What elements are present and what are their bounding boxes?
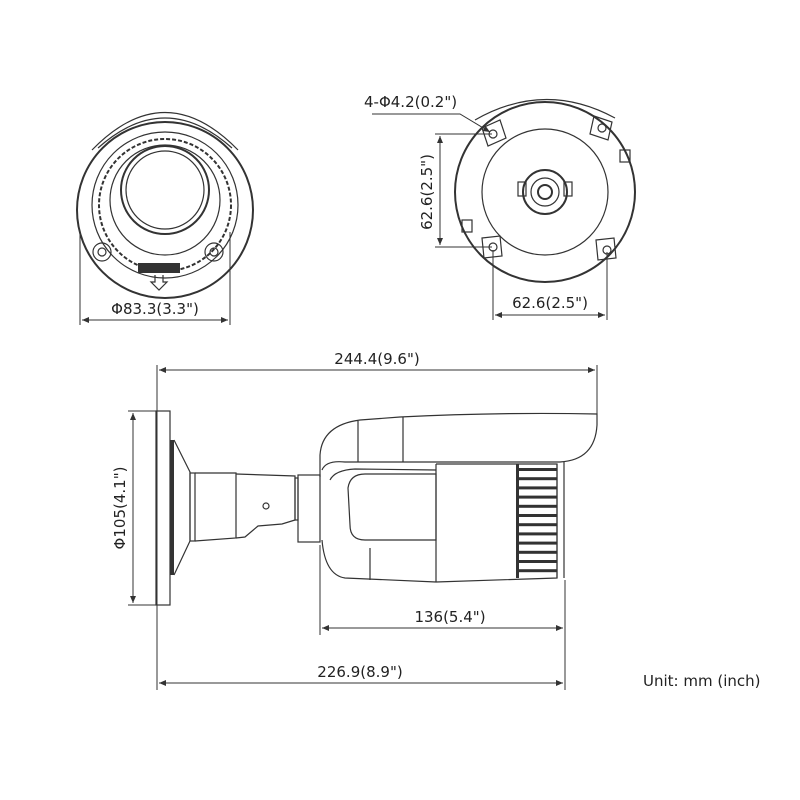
front-view: Φ83.3(3.3") (76, 111, 254, 325)
ir-fins (516, 464, 557, 578)
ir-fin (517, 541, 557, 545)
unit-label: Unit: mm (inch) (643, 672, 760, 690)
rear-view: 4-Φ4.2(0.2") 62.6(2.5") 62.6(2.5") (364, 93, 636, 320)
ir-fin (517, 550, 557, 554)
base-length-label: 226.9(8.9") (317, 663, 402, 681)
ir-fin (517, 569, 557, 573)
ir-fin (517, 468, 557, 471)
mount-diameter-label: Φ105(4.1") (111, 467, 129, 550)
front-diameter-label: Φ83.3(3.3") (111, 300, 199, 318)
mounting-hole-label: 4-Φ4.2(0.2") (364, 93, 457, 111)
ir-fin (517, 477, 557, 481)
ir-fin (517, 504, 557, 508)
ir-fin (517, 495, 557, 499)
ir-fin (517, 514, 557, 517)
body-length-label: 136(5.4") (414, 608, 485, 626)
side-view: 244.4(9.6") Φ105(4.1") 136(5.4") 226.9(8… (111, 350, 598, 690)
overall-length-label: 244.4(9.6") (334, 350, 419, 368)
ir-fin (517, 523, 557, 527)
rear-horizontal-spacing-label: 62.6(2.5") (512, 294, 588, 312)
ir-fin (517, 560, 557, 563)
rear-vertical-spacing-label: 62.6(2.5") (418, 154, 436, 230)
ir-fin (517, 532, 557, 536)
ir-fin (517, 486, 557, 490)
